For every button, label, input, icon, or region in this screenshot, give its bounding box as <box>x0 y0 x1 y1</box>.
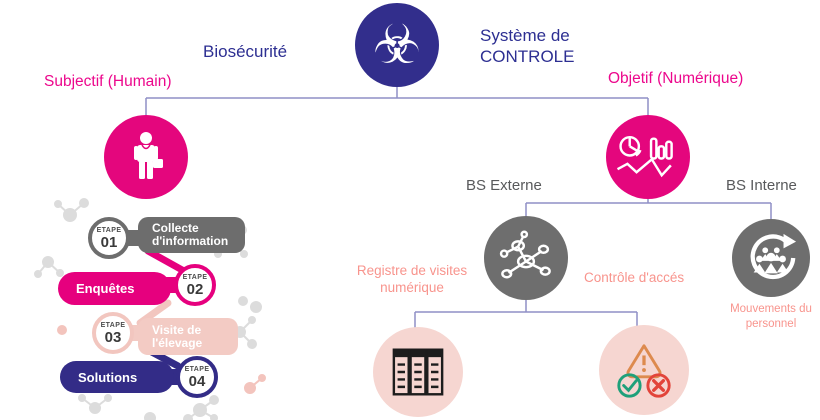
step1-etape-num: 01 <box>100 233 118 251</box>
step4-etape-word: ETAPE <box>184 365 210 373</box>
network-icon <box>499 230 551 279</box>
step4-badge: ETAPE 04 <box>176 356 218 398</box>
statistics-icon <box>616 135 673 178</box>
label-bs-externe: BS Externe <box>466 177 542 194</box>
human-node <box>104 115 188 199</box>
biohazard-icon: ☣ <box>372 13 422 76</box>
step3-badge: ETAPE 03 <box>92 312 134 354</box>
warning-check-cross-icon <box>617 344 671 398</box>
step2-etape-num: 02 <box>186 280 204 298</box>
person-icon <box>134 132 163 179</box>
branch-label-subjective: Subjectif (Humain) <box>44 73 172 90</box>
step3-etape-word: ETAPE <box>100 321 126 329</box>
step1-etape-word: ETAPE <box>96 226 122 234</box>
label-bs-interne: BS Interne <box>726 177 797 194</box>
step3-pill: Visite de l'élevage <box>138 318 238 355</box>
step3-etape-num: 03 <box>104 328 122 346</box>
title-biosecurity: Biosécurité <box>203 42 288 61</box>
step1-badge: ETAPE 01 <box>88 217 130 259</box>
label-mouvements: Mouvements du personnel <box>730 303 812 330</box>
registre-node <box>373 327 463 417</box>
register-table-icon <box>392 348 444 396</box>
label-registre: Registre de visites numérique <box>356 263 468 295</box>
branch-label-objective: Objetif (Numérique) <box>608 70 744 87</box>
step2-etape-word: ETAPE <box>182 273 208 281</box>
digital-node <box>606 115 690 199</box>
step2-badge: ETAPE 02 <box>174 264 216 306</box>
controle-node <box>599 325 689 415</box>
bs-externe-node <box>484 216 568 300</box>
label-controle: Contrôle d'accés <box>584 270 685 285</box>
biohazard-node: ☣ <box>355 3 439 87</box>
bs-interne-node <box>732 219 810 297</box>
step2-pill: Enquêtes <box>58 272 171 305</box>
step4-etape-num: 04 <box>188 372 206 390</box>
title-control-system: Système de CONTROLE <box>480 26 575 66</box>
step1-pill: Collecte d'information <box>138 217 245 253</box>
personnel-rotation-icon <box>750 233 797 280</box>
step4-pill: Solutions <box>60 361 174 393</box>
